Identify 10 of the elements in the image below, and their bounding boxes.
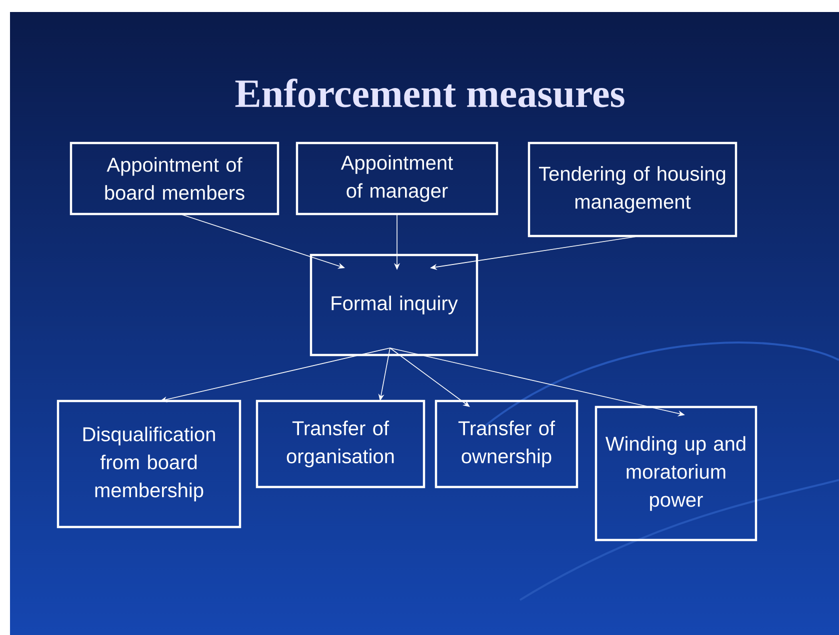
process-box: Formal inquiry: [310, 254, 478, 356]
title: Enforcement measures: [235, 78, 624, 108]
process-box: Appointment of manager: [296, 142, 498, 216]
process-box: Disqualification from board membership: [56, 400, 242, 528]
process-box: Transfer of organisation: [256, 400, 426, 488]
process-box: Winding up and moratorium power: [594, 406, 758, 542]
process-box: Tendering of housing management: [528, 142, 738, 238]
process-box: Appointment of board members: [70, 142, 280, 216]
arrow: [390, 348, 470, 407]
process-box: Transfer of ownership: [434, 400, 578, 488]
